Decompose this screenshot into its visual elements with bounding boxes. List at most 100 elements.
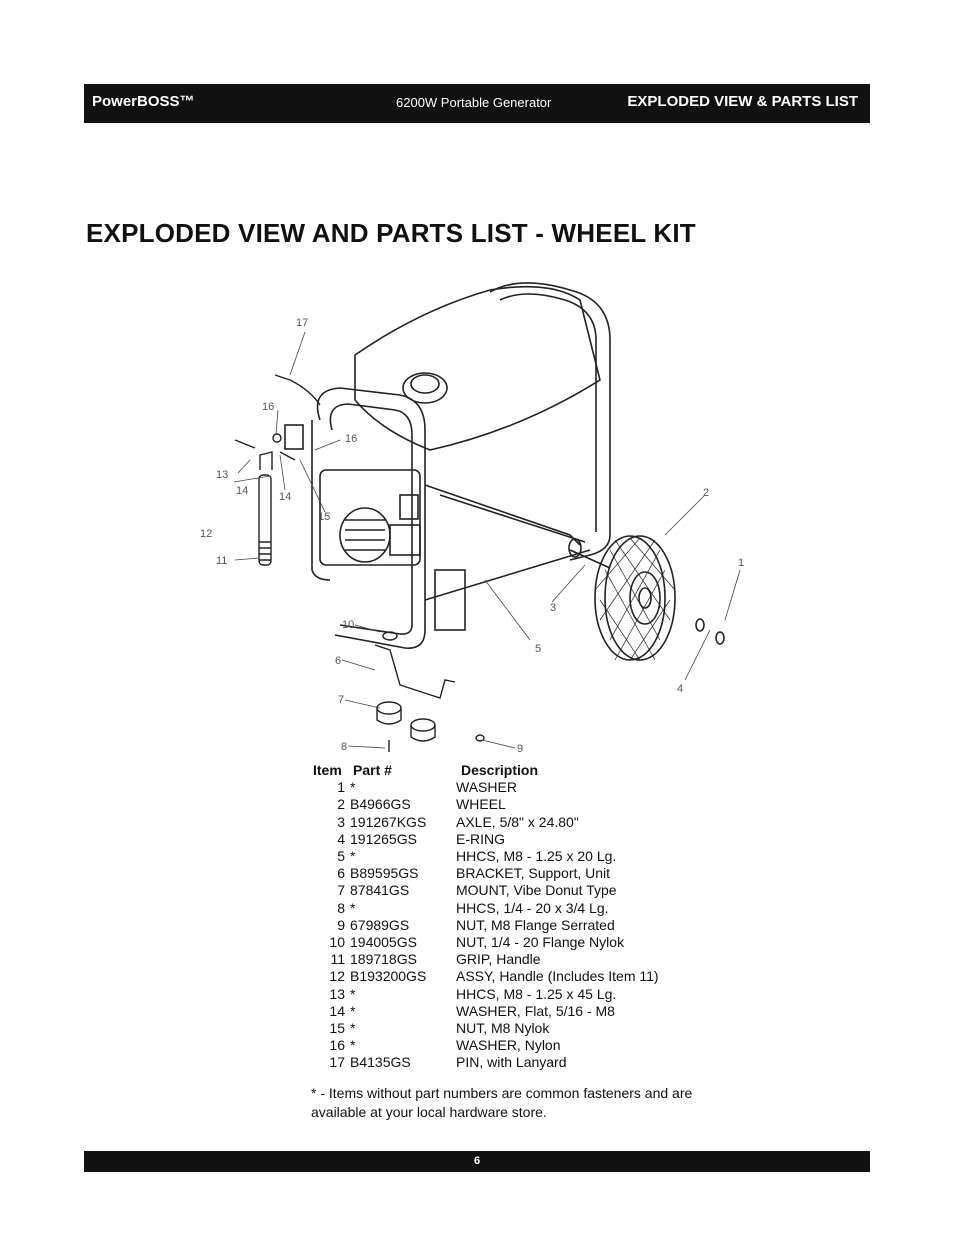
parts-list-header: Item Part # Description bbox=[313, 762, 721, 779]
part-description: AXLE, 5/8" x 24.80" bbox=[456, 813, 579, 830]
wheel-drawing bbox=[568, 535, 725, 661]
table-row: 8 * HHCS, 1/4 - 20 x 3/4 Lg. bbox=[313, 900, 721, 917]
table-row: 6 B89595GS BRACKET, Support, Unit bbox=[313, 865, 721, 882]
item-number: 1 bbox=[337, 779, 345, 796]
generator-drawing bbox=[284, 282, 611, 649]
callout-2: 2 bbox=[703, 487, 709, 499]
section-title: EXPLODED VIEW & PARTS LIST bbox=[627, 93, 858, 110]
item-number: 6 bbox=[337, 865, 345, 882]
part-description: WASHER, Nylon bbox=[456, 1037, 561, 1054]
part-description: NUT, M8 Nylok bbox=[456, 1020, 550, 1037]
header-description: Description bbox=[461, 762, 539, 778]
page-title: EXPLODED VIEW AND PARTS LIST - WHEEL KIT bbox=[86, 218, 696, 248]
item-number: 5 bbox=[337, 848, 345, 865]
callout-5: 5 bbox=[535, 643, 541, 655]
callout-17: 17 bbox=[296, 317, 308, 329]
part-number: B4135GS bbox=[350, 1054, 411, 1071]
exploded-view-diagram: 17 16 16 13 14 14 15 12 11 2 1 3 5 4 10 … bbox=[200, 282, 744, 755]
item-number: 11 bbox=[330, 951, 345, 968]
part-number: 191267KGS bbox=[350, 813, 427, 830]
table-row: 17 B4135GS PIN, with Lanyard bbox=[313, 1054, 721, 1071]
parts-list-rows: 1 * WASHER 2 B4966GS WHEEL 3 191267KGS AXLE, 5/8… bbox=[313, 779, 721, 1071]
item-number: 9 bbox=[337, 916, 345, 933]
callout-labels: 17 16 16 13 14 14 15 12 11 2 1 3 5 4 10 … bbox=[200, 317, 744, 755]
callout-16-left: 16 bbox=[262, 401, 274, 413]
parts-list: Item Part # Description 1 * WASHER 2 B4966GS… bbox=[313, 762, 721, 1072]
part-number: B89595GS bbox=[350, 865, 419, 882]
item-number: 10 bbox=[329, 934, 345, 951]
footer-bar: 6 bbox=[84, 1151, 870, 1172]
part-number: * bbox=[350, 1020, 356, 1037]
part-number: * bbox=[350, 1002, 356, 1019]
part-number: 194005GS bbox=[350, 934, 417, 951]
callout-4: 4 bbox=[677, 683, 683, 695]
table-row: 9 67989GS NUT, M8 Flange Serrated bbox=[313, 917, 721, 934]
part-number: * bbox=[350, 1037, 356, 1054]
callout-7: 7 bbox=[338, 694, 344, 706]
callout-10: 10 bbox=[342, 619, 354, 631]
part-description: WASHER bbox=[456, 779, 517, 796]
callout-3: 3 bbox=[550, 602, 556, 614]
callout-8: 8 bbox=[341, 741, 347, 753]
part-description: HHCS, 1/4 - 20 x 3/4 Lg. bbox=[456, 899, 609, 916]
table-row: 15 * NUT, M8 Nylok bbox=[313, 1020, 721, 1037]
part-number: 87841GS bbox=[350, 882, 410, 899]
callout-leaders bbox=[233, 331, 741, 749]
part-number: * bbox=[350, 848, 356, 865]
table-row: 14 * WASHER, Flat, 5/16 - M8 bbox=[313, 1003, 721, 1020]
part-description: NUT, 1/4 - 20 Flange Nylok bbox=[456, 934, 625, 951]
callout-15: 15 bbox=[318, 511, 330, 523]
callout-12: 12 bbox=[200, 528, 212, 540]
table-row: 5 * HHCS, M8 - 1.25 x 20 Lg. bbox=[313, 848, 721, 865]
table-row: 16 * WASHER, Nylon bbox=[313, 1037, 721, 1054]
part-number: * bbox=[350, 899, 356, 916]
part-number: 67989GS bbox=[350, 916, 410, 933]
part-number: B4966GS bbox=[350, 796, 411, 813]
bracket-drawing bbox=[374, 631, 485, 752]
part-number: * bbox=[350, 779, 356, 796]
item-number: 12 bbox=[329, 968, 345, 985]
item-number: 8 bbox=[337, 899, 345, 916]
table-row: 4 191265GS E-RING bbox=[313, 831, 721, 848]
part-description: WHEEL bbox=[456, 796, 506, 813]
part-number: 191265GS bbox=[350, 830, 417, 847]
item-number: 14 bbox=[329, 1002, 345, 1019]
table-row: 1 * WASHER bbox=[313, 779, 721, 796]
part-description: HHCS, M8 - 1.25 x 20 Lg. bbox=[456, 848, 617, 865]
part-number: * bbox=[350, 985, 356, 1002]
item-number: 4 bbox=[337, 830, 345, 847]
part-description: BRACKET, Support, Unit bbox=[456, 865, 611, 882]
item-number: 2 bbox=[337, 796, 345, 813]
part-description: PIN, with Lanyard bbox=[456, 1054, 567, 1071]
footnote: * - Items without part numbers are commo… bbox=[311, 1085, 693, 1120]
page-number: 6 bbox=[473, 1155, 481, 1167]
table-row: 2 B4966GS WHEEL bbox=[313, 796, 721, 813]
header-part-number: Part # bbox=[353, 762, 392, 778]
table-row: 13 * HHCS, M8 - 1.25 x 45 Lg. bbox=[313, 986, 721, 1003]
part-description: WASHER, Flat, 5/16 - M8 bbox=[456, 1002, 615, 1019]
part-description: NUT, M8 Flange Serrated bbox=[456, 916, 615, 933]
part-description: GRIP, Handle bbox=[456, 951, 541, 968]
callout-9: 9 bbox=[517, 743, 523, 755]
handle-drawing bbox=[234, 374, 321, 566]
product-subtitle: 6200W Portable Generator bbox=[396, 95, 552, 110]
table-row: 3 191267KGS AXLE, 5/8" x 24.80" bbox=[313, 814, 721, 831]
callout-13: 13 bbox=[216, 469, 228, 481]
item-number: 7 bbox=[337, 882, 345, 899]
item-number: 16 bbox=[329, 1037, 345, 1054]
item-number: 3 bbox=[337, 813, 345, 830]
callout-1: 1 bbox=[738, 557, 744, 569]
part-description: HHCS, M8 - 1.25 x 45 Lg. bbox=[456, 985, 617, 1002]
header-item: Item bbox=[313, 762, 342, 778]
item-number: 13 bbox=[329, 985, 345, 1002]
callout-6: 6 bbox=[335, 655, 341, 667]
item-number: 17 bbox=[329, 1054, 345, 1071]
callout-14-left: 14 bbox=[236, 485, 248, 497]
part-description: E-RING bbox=[456, 830, 505, 847]
part-description: ASSY, Handle (Includes Item 11) bbox=[456, 968, 659, 985]
table-row: 10 194005GS NUT, 1/4 - 20 Flange Nylok bbox=[313, 934, 721, 951]
item-number: 15 bbox=[329, 1020, 345, 1037]
